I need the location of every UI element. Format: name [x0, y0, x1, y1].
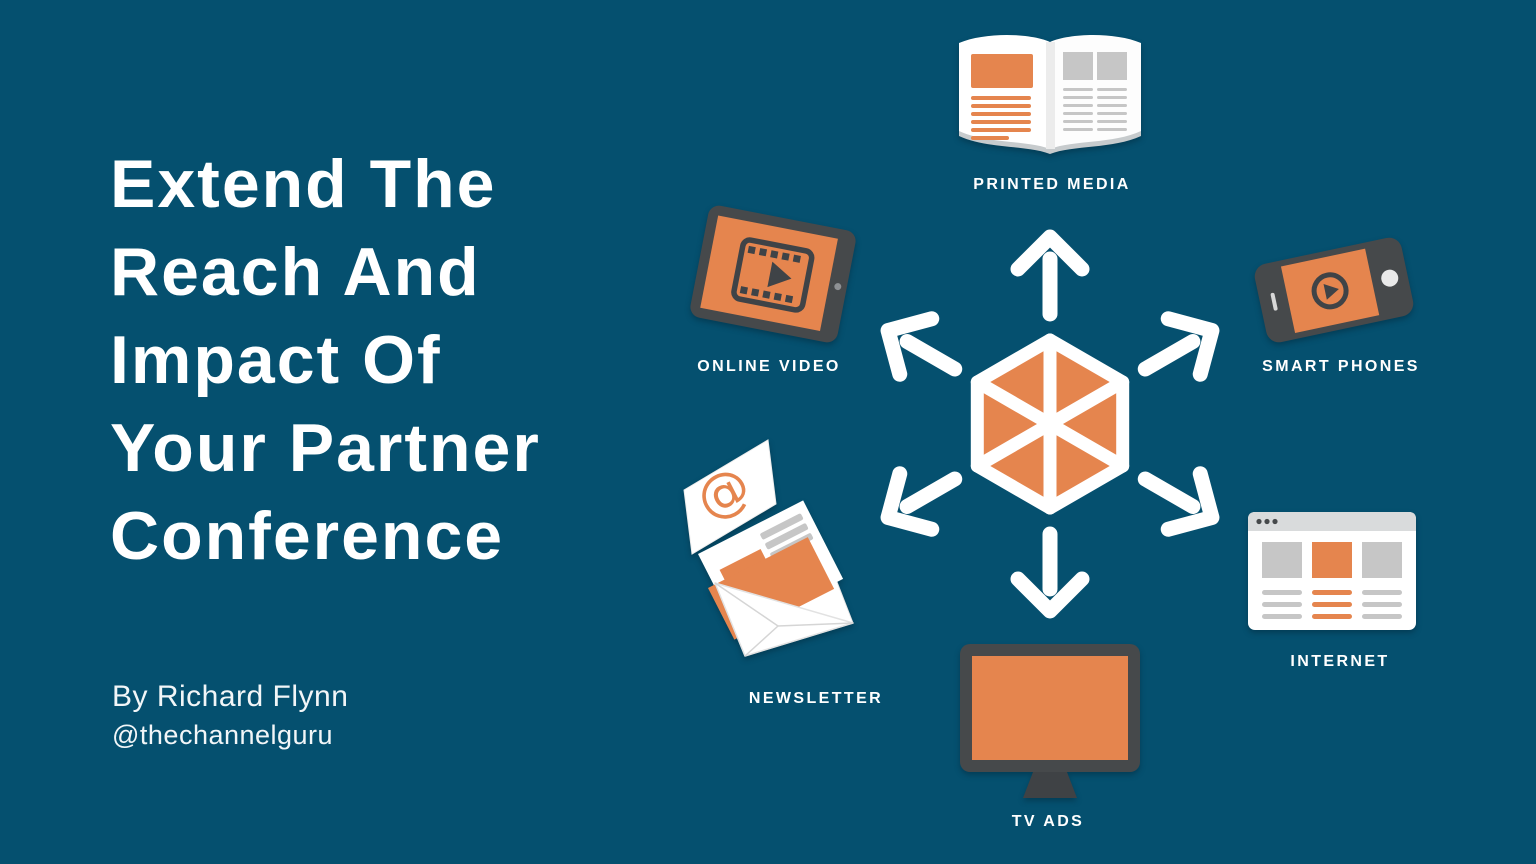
channel-label-tv-ads: TV ADS [1011, 813, 1085, 830]
hexagon-network-icon [860, 219, 1240, 619]
title-line: Impact Of [110, 322, 442, 398]
radial-arrow-lower-right [1129, 451, 1228, 545]
radial-arrow-lower-left [872, 451, 971, 545]
author-byline: By Richard Flynn [112, 680, 349, 713]
smartphone-play-icon [1254, 237, 1414, 343]
tv-monitor-icon [960, 644, 1140, 798]
author-block: By Richard Flynn @thechannelguru [112, 680, 348, 751]
title-line: Reach And [110, 234, 481, 310]
radial-arrow-upper-right [1129, 303, 1228, 397]
tablet-film-icon [690, 205, 856, 343]
channel-label-online-video: ONLINE VIDEO [697, 358, 841, 375]
channel-label-internet: INTERNET [1290, 653, 1390, 670]
envelope-newsletter-icon: @ [683, 439, 854, 657]
radial-arrow-down [1018, 534, 1082, 611]
channel-label-newsletter: NEWSLETTER [748, 690, 884, 707]
radial-arrow-up [1018, 237, 1082, 314]
browser-window-icon [1248, 512, 1416, 630]
title-line: Conference [110, 498, 505, 574]
channel-label-printed-media: PRINTED MEDIA [973, 176, 1131, 193]
radial-arrow-upper-left [872, 303, 971, 397]
open-magazine-icon [959, 35, 1141, 154]
channel-label-smart-phones: SMART PHONES [1262, 358, 1420, 375]
title-line: Extend The [110, 146, 497, 222]
page-title: Extend The Reach And Impact Of Your Part… [110, 140, 541, 580]
title-line: Your Partner [110, 410, 541, 486]
author-handle: @thechannelguru [112, 720, 334, 750]
